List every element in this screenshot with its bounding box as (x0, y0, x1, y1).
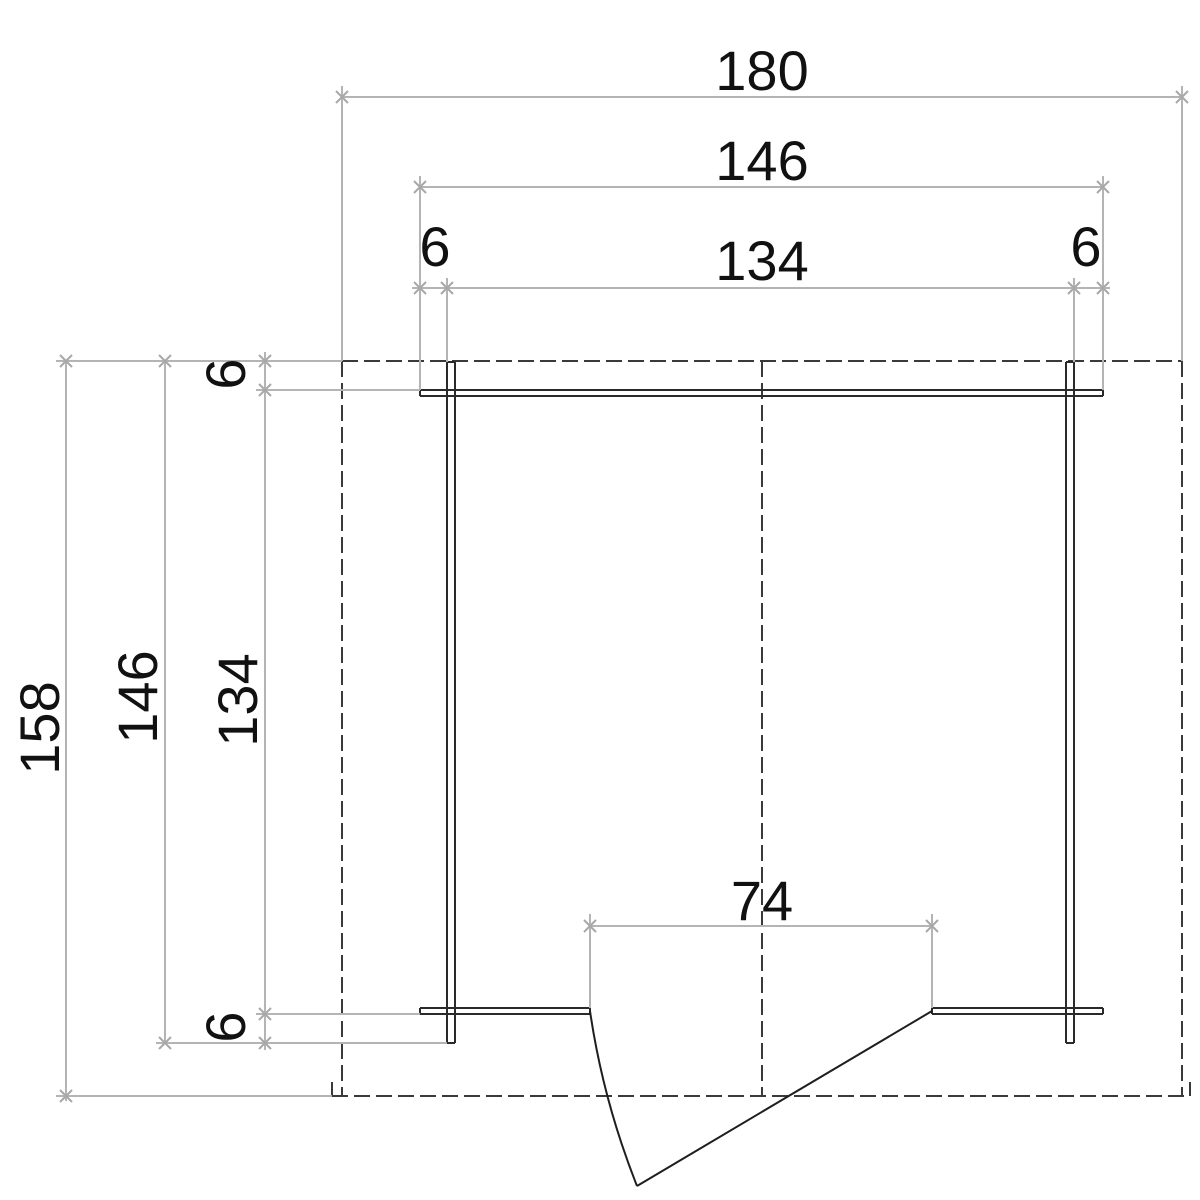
top-left-wall-label: 6 (419, 215, 450, 278)
door-width-label: 74 (731, 869, 793, 932)
door-swing (589, 1010, 933, 1187)
left-inner-depth-label: 134 (206, 653, 269, 746)
top-dimensions (335, 86, 1189, 390)
left-overall-depth-label: 158 (8, 681, 71, 774)
door-dimension (583, 914, 939, 1008)
roof-outline (320, 360, 1191, 1097)
left-bottom-wall-label: 6 (194, 1011, 257, 1042)
top-inner-width-label: 134 (715, 229, 808, 292)
cabin-walls (419, 361, 1104, 1044)
top-overall-width-label: 180 (715, 39, 808, 102)
left-top-wall-label: 6 (194, 358, 257, 389)
top-right-wall-label: 6 (1070, 215, 1101, 278)
left-outer-depth-label: 146 (106, 650, 169, 743)
left-dimensions (56, 352, 447, 1103)
top-outer-width-label: 146 (715, 129, 808, 192)
